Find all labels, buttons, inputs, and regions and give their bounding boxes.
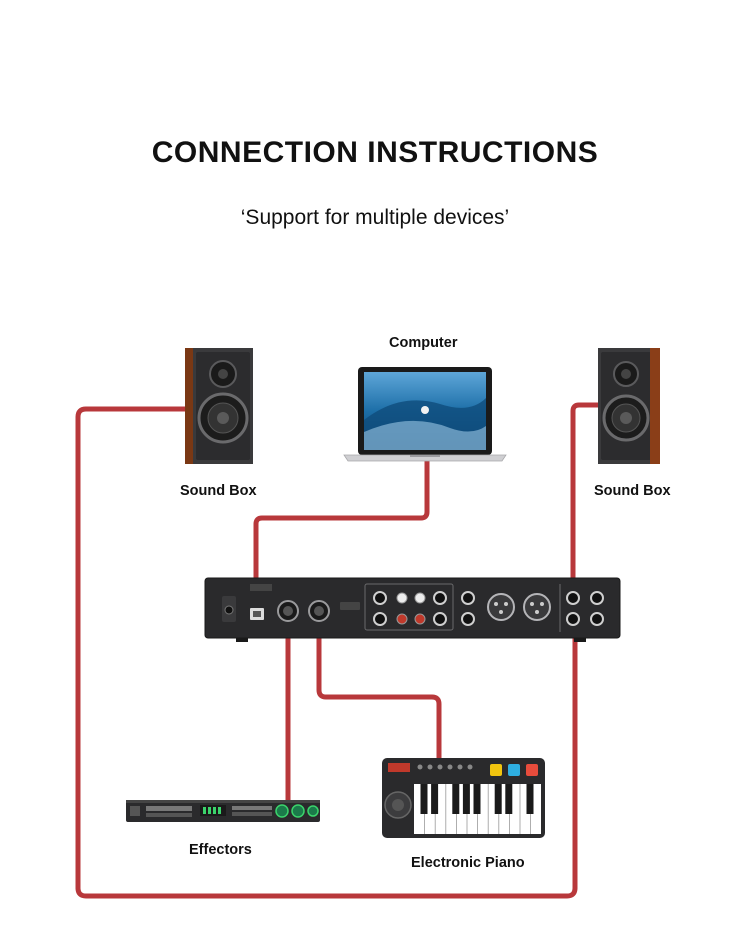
label-computer: Computer [389,335,458,351]
page-title: CONNECTION INSTRUCTIONS [151,136,599,169]
cable-midi-piano [316,618,442,760]
speaker-right [598,348,660,464]
speaker-left [185,348,253,464]
piano-keys [414,784,541,834]
label-electronic-piano: Electronic Piano [411,855,525,871]
cable-right-speaker [570,402,600,590]
audio-interface [204,577,621,642]
cables [75,402,600,899]
label-effectors: Effectors [189,842,252,858]
laptop-computer [343,367,507,462]
effectors-rack [126,800,320,822]
label-sound-box-right: Sound Box [594,483,671,499]
page-subtitle: ‘Support for multiple devices’ [240,206,510,229]
cable-left-speaker-loop [75,406,578,899]
label-sound-box-left: Sound Box [180,483,257,499]
electronic-piano [382,758,545,838]
cable-computer-usb [253,460,430,620]
